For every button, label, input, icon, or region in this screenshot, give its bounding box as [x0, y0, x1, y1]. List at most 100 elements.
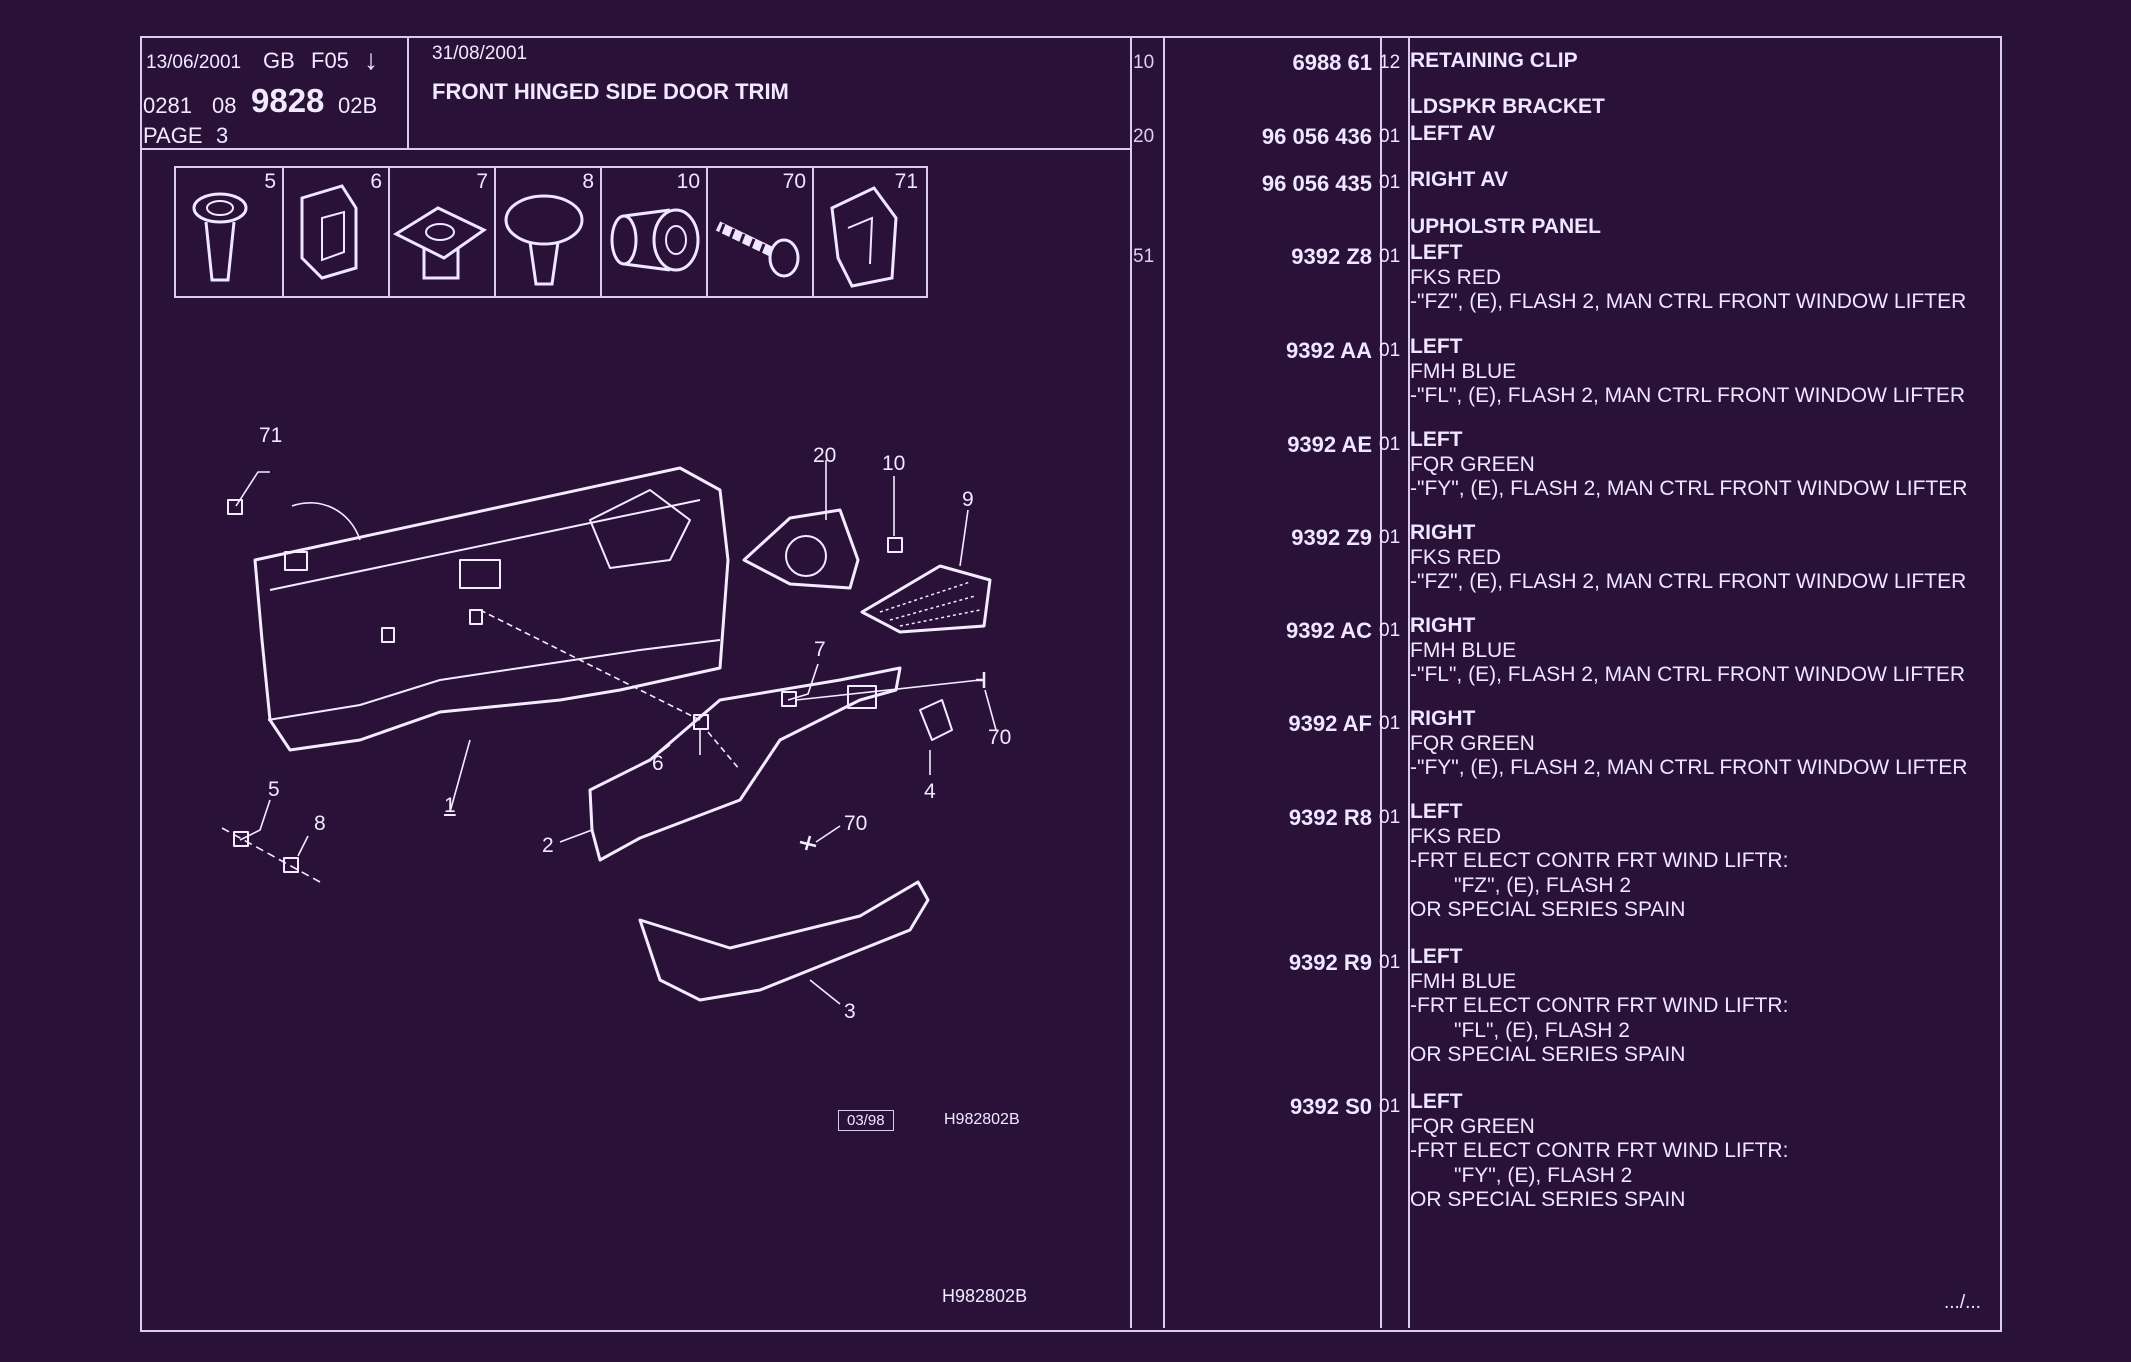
description: RIGHT FMH BLUE -"FL", (E), FLASH 2, MAN …: [1410, 614, 1965, 688]
callout-3: 3: [844, 1000, 856, 1023]
description-line: -"FL", (E), FLASH 2, MAN CTRL FRONT WIND…: [1410, 663, 1966, 686]
description-line: LEFT AV: [1410, 122, 1496, 145]
part-number-label: 70: [782, 170, 806, 193]
description: LEFT FKS RED -"FZ", (E), FLASH 2, MAN CT…: [1410, 241, 1966, 315]
ref-number: 10: [1133, 52, 1155, 73]
part-cell-10: 10: [600, 168, 708, 296]
callout-2: 2: [542, 834, 554, 857]
description-line: OR SPECIAL SERIES SPAIN: [1410, 1043, 1686, 1066]
part-number: 96 056 436: [1261, 124, 1372, 149]
part-number: 9392 AF: [1288, 711, 1372, 736]
description-line: "FY", (E), FLASH 2: [1454, 1163, 1633, 1187]
part-cell-7: 7: [388, 168, 496, 296]
part-number: 9392 AC: [1285, 618, 1372, 643]
quantity: 01: [1379, 527, 1401, 548]
description-line: LEFT: [1410, 428, 1463, 451]
description: RIGHT AV: [1410, 168, 1508, 193]
description: LEFT AV: [1410, 122, 1495, 147]
part-number-label: 10: [676, 170, 700, 193]
description-line: OR SPECIAL SERIES SPAIN: [1410, 1188, 1686, 1211]
push-rivet-icon: [504, 194, 584, 286]
description-line: LEFT: [1410, 800, 1463, 823]
revision-date: 31/08/2001: [432, 43, 528, 64]
sleeve-nut-icon: [610, 208, 700, 272]
description-line: LEFT: [1410, 945, 1463, 968]
drawing-bottom-code: H982802B: [942, 1286, 1028, 1306]
description: RIGHT FKS RED -"FZ", (E), FLASH 2, MAN C…: [1410, 521, 1966, 595]
armrest-handle: [588, 666, 902, 862]
description: LEFT FQR GREEN -"FY", (E), FLASH 2, MAN …: [1410, 428, 1967, 502]
page-label: PAGE: [143, 123, 203, 148]
description-line: FQR GREEN: [1410, 1114, 1535, 1138]
section-code: F05: [311, 48, 349, 73]
callout-9: 9: [962, 488, 974, 511]
description-line: FKS RED: [1410, 824, 1502, 848]
desc-column-rule: [1408, 36, 1410, 1328]
description-line: RETAINING CLIP: [1410, 49, 1578, 72]
callout-8: 8: [314, 812, 326, 835]
ref-column-rule: [1130, 36, 1132, 1328]
description-line: "FL", (E), FLASH 2: [1454, 1018, 1630, 1042]
quantity: 01: [1379, 246, 1401, 267]
continuation-marker: .../...: [1944, 1292, 1981, 1313]
screw-icon: [715, 221, 800, 278]
part-number: 9392 R9: [1288, 950, 1372, 975]
description-line: -FRT ELECT CONTR FRT WIND LIFTR:: [1410, 1139, 1789, 1162]
description-line: "FZ", (E), FLASH 2: [1454, 873, 1632, 897]
callout-1: 1: [444, 794, 456, 817]
exploded-parts-drawing: [221, 460, 997, 1005]
description-line: RIGHT AV: [1410, 168, 1508, 191]
description-line: LEFT: [1410, 335, 1463, 358]
catalog-sub: 08: [212, 93, 237, 118]
description: RETAINING CLIP: [1410, 49, 1578, 74]
callout-70-upper: 70: [988, 726, 1012, 749]
part-cell-6: 6: [282, 168, 390, 296]
header-bottom-rule: [140, 148, 1130, 150]
part-number: 9392 AE: [1287, 432, 1372, 457]
description-line: OR SPECIAL SERIES SPAIN: [1410, 898, 1686, 921]
part-number: 9392 R8: [1288, 805, 1372, 830]
description-line: LDSPKR BRACKET: [1410, 95, 1605, 118]
description-line: LEFT: [1410, 241, 1463, 264]
callout-20: 20: [813, 444, 837, 467]
ref-number: 51: [1133, 246, 1155, 267]
part-cell-5: 5: [176, 168, 284, 296]
description-line: -FRT ELECT CONTR FRT WIND LIFTR:: [1410, 849, 1789, 872]
fastener-icon-strip: 5 6 7 8 10 70 71: [174, 166, 928, 298]
partnum-column-rule: [1163, 36, 1165, 1328]
language-code: GB: [263, 48, 295, 73]
part-cell-71: 71: [812, 168, 924, 296]
description-line: -"FZ", (E), FLASH 2, MAN CTRL FRONT WIND…: [1410, 570, 1967, 593]
description-line: -"FY", (E), FLASH 2, MAN CTRL FRONT WIND…: [1410, 477, 1968, 500]
quantity: 01: [1379, 952, 1401, 973]
part-number-label: 5: [264, 170, 276, 193]
armrest-pad: [638, 880, 930, 1002]
description: LEFT FKS RED -FRT ELECT CONTR FRT WIND L…: [1410, 800, 1788, 923]
description: LEFT FMH BLUE -FRT ELECT CONTR FRT WIND …: [1410, 945, 1788, 1068]
part-number: 9392 S0: [1290, 1094, 1372, 1119]
description-line: -"FL", (E), FLASH 2, MAN CTRL FRONT WIND…: [1410, 384, 1966, 407]
quantity: 01: [1379, 172, 1401, 193]
page-number: 3: [216, 123, 229, 148]
part-number: 6988 61: [1292, 50, 1372, 75]
ref-number: 20: [1133, 126, 1155, 147]
quantity: 12: [1379, 52, 1401, 73]
callout-6: 6: [652, 752, 664, 775]
quantity: 01: [1379, 713, 1401, 734]
description-line: RIGHT: [1410, 614, 1476, 637]
description: LEFT FQR GREEN -FRT ELECT CONTR FRT WIND…: [1410, 1090, 1788, 1213]
description-line: FMH BLUE: [1410, 359, 1517, 383]
date-printed: 13/06/2001: [146, 52, 242, 73]
description: LEFT FMH BLUE -"FL", (E), FLASH 2, MAN C…: [1410, 335, 1965, 409]
description-line: FKS RED: [1410, 545, 1502, 569]
description-line: RIGHT: [1410, 707, 1476, 730]
bracket-clip-icon: [300, 184, 358, 280]
part-number: 96 056 435: [1261, 171, 1372, 196]
callout-5: 5: [268, 778, 280, 801]
quantity: 01: [1379, 434, 1401, 455]
part-number: 9392 Z8: [1291, 244, 1372, 269]
description-line: FMH BLUE: [1410, 638, 1517, 662]
part-number-label: 8: [582, 170, 594, 193]
quantity: 01: [1379, 807, 1401, 828]
page-title: FRONT HINGED SIDE DOOR TRIM: [432, 79, 789, 104]
